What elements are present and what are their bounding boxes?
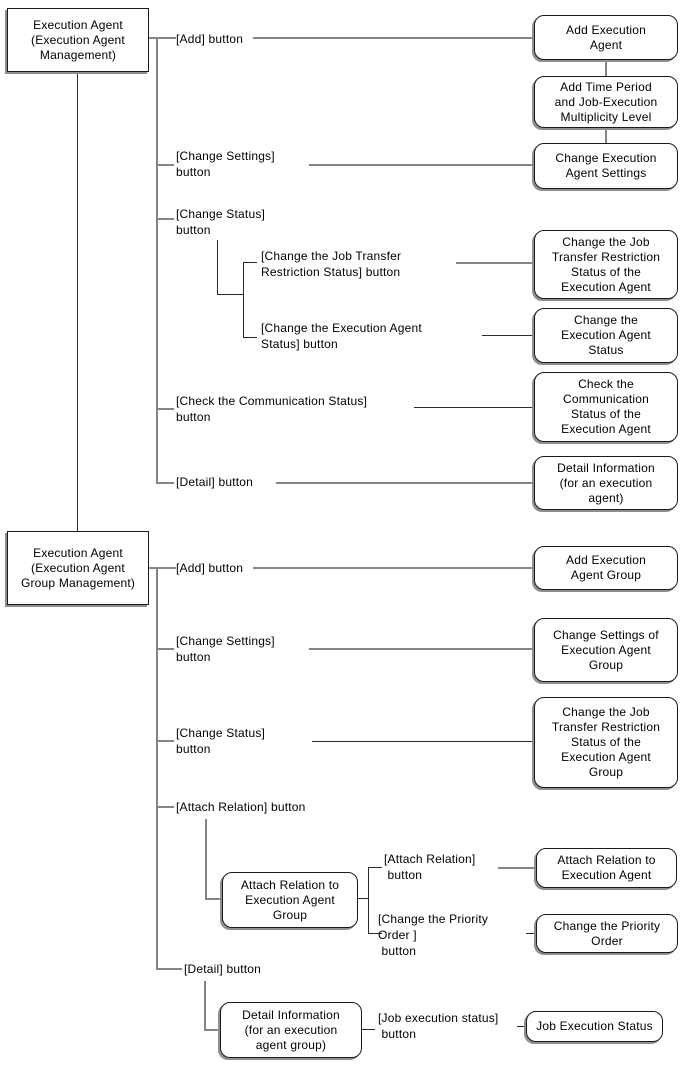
change-execution-agent-settings-box: Change Execution Agent Settings <box>534 143 678 189</box>
connector-line <box>498 867 536 869</box>
connector-line <box>156 164 174 166</box>
change-job-transfer-restriction-group-box: Change the Job Transfer Restriction Stat… <box>534 697 678 788</box>
connector-line <box>217 240 218 295</box>
connector-line <box>149 567 176 569</box>
change-execution-agent-status-box: Change the Execution Agent Status <box>534 308 678 363</box>
connector-line <box>77 72 78 531</box>
connector-line <box>456 262 534 264</box>
add-execution-agent-box: Add Execution Agent <box>534 15 678 60</box>
s1-add-button-label: [Add] button <box>176 32 244 46</box>
check-communication-status-box: Check the Communication Status of the Ex… <box>534 372 678 442</box>
connector-line <box>309 648 534 650</box>
connector-line <box>526 933 536 934</box>
connector-line <box>358 898 369 899</box>
connector-line <box>368 867 369 934</box>
connector-line <box>368 933 382 934</box>
change-settings-execution-agent-group-box: Change Settings of Execution Agent Group <box>534 618 678 682</box>
s1-change-settings-button-label: [Change Settings] button <box>176 149 275 179</box>
connector-line <box>605 60 607 76</box>
s2-add-button-label: [Add] button <box>176 561 244 575</box>
s2-attach-relation-button-label: [Attach Relation] button <box>176 800 306 814</box>
connector-line <box>156 740 174 742</box>
s2-detail-button-label: [Detail] button <box>184 962 262 976</box>
connector-line <box>243 262 257 263</box>
s2-change-settings-button-label: [Change Settings] button <box>176 634 275 664</box>
connector-line <box>205 898 222 900</box>
connector-line <box>156 408 174 410</box>
connector-line <box>243 262 244 338</box>
s2-sub-attach-relation-button-label: [Attach Relation] button <box>384 852 476 882</box>
connector-line <box>156 567 158 970</box>
connector-line <box>482 335 534 336</box>
s1-change-status-button-label: [Change Status] button <box>176 207 266 237</box>
connector-line <box>276 482 534 484</box>
connector-line <box>253 37 534 39</box>
connector-line <box>362 1029 375 1030</box>
connector-line <box>217 294 244 295</box>
s2-job-execution-status-button-label: [Job execution status] button <box>378 1011 499 1041</box>
connector-line <box>205 819 207 900</box>
connector-line <box>253 567 534 569</box>
change-job-transfer-restriction-status-box: Change the Job Transfer Restriction Stat… <box>534 230 678 299</box>
connector-line <box>156 806 174 808</box>
attach-relation-to-execution-agent-box: Attach Relation to Execution Agent <box>536 848 677 888</box>
connector-line <box>204 981 206 1031</box>
s1-check-communication-status-button-label: [Check the Communication Status] button <box>176 394 368 424</box>
add-execution-agent-group-box: Add Execution Agent Group <box>534 546 678 590</box>
s2-change-status-button-label: [Change Status] button <box>176 726 266 756</box>
detail-information-agent-box: Detail Information (for an execution age… <box>534 456 678 510</box>
connector-line <box>156 482 174 484</box>
detail-information-agent-group-box: Detail Information (for an execution age… <box>220 1002 362 1058</box>
s1-detail-button-label: [Detail] button <box>176 475 254 489</box>
s1-change-execution-agent-status-button-label: [Change the Execution Agent Status] butt… <box>261 321 422 351</box>
execution-agent-management-box: Execution Agent (Execution Agent Managem… <box>7 8 149 72</box>
connector-line <box>605 128 607 143</box>
connector-line <box>156 968 182 970</box>
s1-change-job-transfer-restriction-button-label: [Change the Job Transfer Restriction Sta… <box>261 249 402 279</box>
connector-line <box>156 648 174 650</box>
connector-line <box>517 1026 526 1027</box>
attach-relation-to-execution-agent-group-box: Attach Relation to Execution Agent Group <box>222 872 358 928</box>
s2-change-priority-order-button-label: [Change the Priority Order ] button <box>378 912 489 958</box>
connector-line <box>309 164 534 166</box>
connector-line <box>204 1029 220 1031</box>
connector-line <box>243 337 257 338</box>
change-priority-order-box: Change the Priority Order <box>536 914 678 953</box>
connector-line <box>368 867 382 868</box>
connector-line <box>149 37 176 39</box>
job-execution-status-box: Job Execution Status <box>526 1011 663 1042</box>
connector-line <box>156 37 158 484</box>
execution-agent-group-management-box: Execution Agent (Execution Agent Group M… <box>7 531 149 605</box>
connector-line <box>156 218 174 220</box>
connector-line <box>312 741 534 742</box>
connector-line <box>414 407 534 408</box>
add-time-period-multiplicity-box: Add Time Period and Job-Execution Multip… <box>534 76 678 128</box>
